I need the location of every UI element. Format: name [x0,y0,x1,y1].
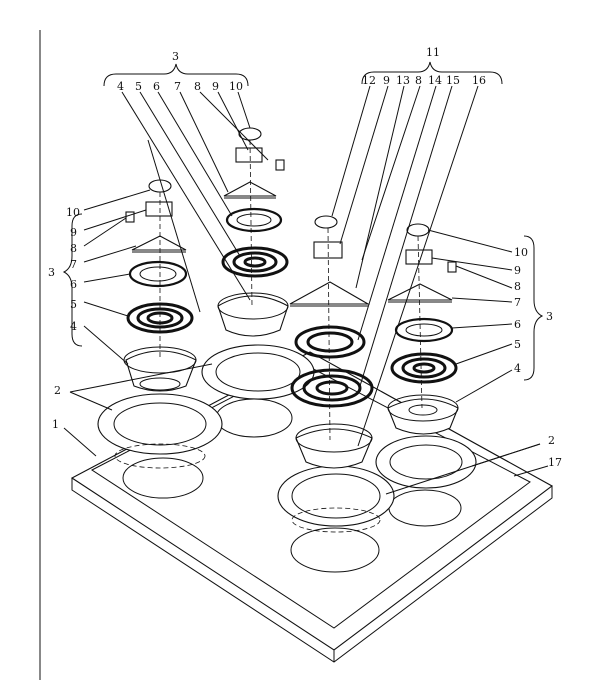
label-top-right-13: 13 [396,74,410,87]
label-group-3-top: 3 [172,50,179,63]
label-right-7: 7 [514,296,521,309]
trim-ring-front-left [97,393,223,469]
label-left-group-3: 3 [48,266,55,279]
label-top-right-8: 8 [415,74,422,87]
burner-stack-front-left [123,179,197,392]
label-top-left-9: 9 [212,80,219,93]
trim-ring-rear-left [201,344,315,400]
label-right-6: 6 [514,318,521,331]
label-right-5: 5 [514,338,521,351]
label-left-9: 9 [70,226,77,239]
label-right-4: 4 [514,362,521,375]
leader-lines [62,61,549,495]
label-top-left-4: 4 [117,80,124,93]
trim-ring-rear-right [375,435,477,489]
label-left-6: 6 [70,278,77,291]
label-right-9: 9 [514,264,521,277]
label-left-8: 8 [70,242,77,255]
label-top-left-10: 10 [229,80,243,93]
label-top-right-9: 9 [383,74,390,87]
label-right-10: 10 [514,246,528,259]
label-top-right-14: 14 [428,74,442,87]
burner-stack-rear-right [387,223,459,435]
label-top-right-16: 16 [472,74,486,87]
label-top-left-5: 5 [135,80,142,93]
label-top-left-8: 8 [194,80,201,93]
label-left-10: 10 [66,206,80,219]
burner-stack-rear-left [217,127,289,337]
label-left-5: 5 [70,298,77,311]
label-ring-right-2: 2 [548,434,555,447]
burner-stack-front-right [289,215,374,469]
label-cooktop-1: 1 [52,418,59,431]
label-cooktop-frame-17: 17 [548,456,562,469]
callout-labels: 3 11 4 5 6 7 8 9 10 12 9 13 8 14 15 16 1… [48,46,562,469]
label-group-11: 11 [426,46,440,59]
label-top-right-15: 15 [446,74,460,87]
label-ring-left-2: 2 [54,384,61,397]
label-right-group-3: 3 [546,310,553,323]
label-left-4: 4 [70,320,77,333]
label-left-7: 7 [70,258,77,271]
label-top-left-7: 7 [174,80,181,93]
label-top-left-6: 6 [153,80,160,93]
label-right-8: 8 [514,280,521,293]
label-top-right-12: 12 [362,74,376,87]
